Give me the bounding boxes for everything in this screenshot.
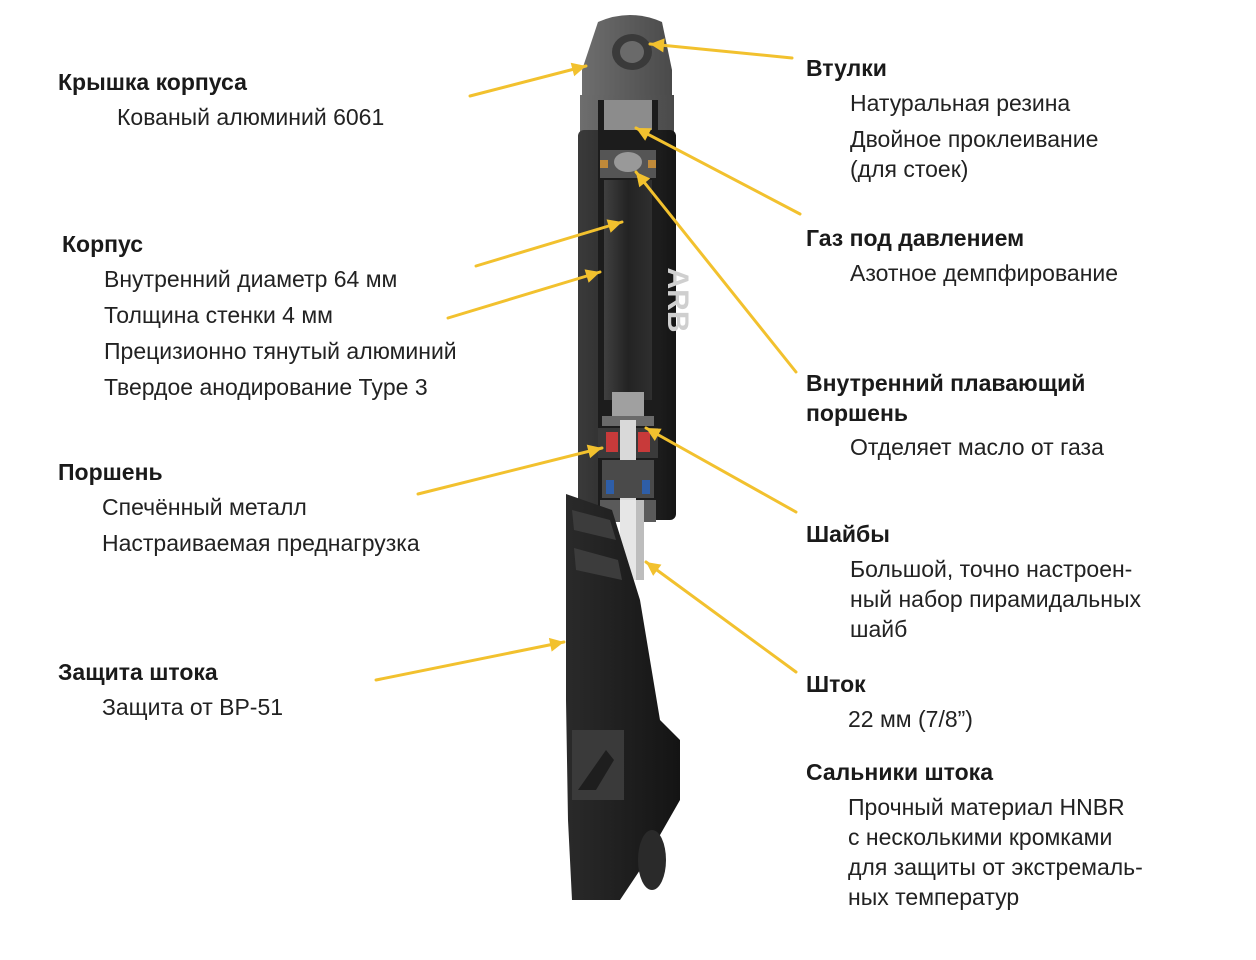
callout-arrow [468, 64, 588, 98]
callout-housing-cap: Крышка корпуса Кованый алюминий 6061 [58, 68, 384, 132]
callout-arrow [416, 446, 604, 496]
callout-arrow [644, 426, 798, 514]
callout-item: Толщина стенки 4 мм [104, 302, 333, 328]
callout-piston: Поршень Спечённый металл Настраиваемая п… [58, 458, 420, 558]
callout-arrow [634, 126, 802, 216]
callout-item: Защита от BP-51 [102, 694, 284, 720]
callout-arrow [474, 220, 624, 268]
callout-item: Кованый алюминий 6061 [117, 104, 385, 130]
callout-arrow [446, 270, 602, 320]
callout-rod: Шток 22 мм (7/8”) [806, 670, 973, 734]
callout-arrowhead [548, 637, 564, 652]
callout-arrowhead [636, 128, 652, 141]
callout-item: Большой, точно настроен- ный набор пирам… [850, 556, 1142, 642]
callout-arrow [634, 170, 798, 374]
callout-housing: Корпус Внутренний диаметр 64 мм Толщина … [62, 230, 457, 402]
callout-title: Сальники штока [806, 759, 993, 785]
callout-title: Втулки [806, 55, 887, 81]
rod-guard [566, 494, 680, 900]
callout-arrow [374, 640, 566, 682]
callout-title: Шток [806, 671, 866, 697]
brand-mark: ARB [661, 268, 694, 333]
callout-title: Внутренний плавающий поршень [806, 370, 1086, 426]
callout-rod-guard: Защита штока Защита от BP-51 [58, 658, 283, 722]
callout-bushings: Втулки Натуральная резина Двойное прокле… [806, 54, 1098, 184]
callout-arrowhead [570, 62, 586, 77]
callout-item: Спечённый металл [102, 494, 307, 520]
callout-title: Газ под давлением [806, 225, 1025, 251]
shock-body: ARB [578, 100, 694, 522]
callout-arrowhead [606, 219, 622, 233]
callout-floating-piston: Внутренний плавающий поршень Отделяет ма… [806, 368, 1104, 462]
callout-item: Натуральная резина [850, 90, 1071, 116]
callout-item: Прочный материал HNBR с несколькими кром… [848, 794, 1143, 910]
callout-pressurized-gas: Газ под давлением Азотное демпфирование [806, 224, 1118, 288]
callout-arrowhead [586, 444, 602, 459]
callout-shims: Шайбы Большой, точно настроен- ный набор… [806, 520, 1141, 644]
callout-arrow [648, 42, 794, 60]
callout-arrowhead [650, 38, 665, 53]
callout-item: Азотное демпфирование [850, 260, 1119, 286]
callout-item: Внутренний диаметр 64 мм [104, 266, 398, 292]
callout-item: Настраиваемая преднагрузка [102, 530, 420, 556]
callout-item: Твердое анодирование Type 3 [104, 374, 428, 400]
callout-arrowhead [646, 562, 662, 576]
callout-title: Шайбы [806, 521, 890, 547]
callout-title: Поршень [58, 459, 163, 485]
callout-arrow [644, 560, 798, 674]
callout-title: Защита штока [58, 659, 218, 685]
callout-item: Отделяет масло от газа [850, 434, 1104, 460]
callout-title: Крышка корпуса [58, 69, 247, 95]
callout-item: Двойное проклеивание (для стоек) [850, 126, 1099, 182]
callout-item: Прецизионно тянутый алюминий [104, 338, 457, 364]
callout-item: 22 мм (7/8”) [848, 706, 973, 732]
arrows [374, 38, 802, 682]
callout-arrowhead [584, 269, 600, 283]
callout-rod-seals: Сальники штока Прочный материал HNBR с н… [806, 758, 1143, 912]
callout-arrowhead [636, 172, 651, 188]
callout-title: Корпус [62, 231, 144, 257]
callout-arrowhead [646, 428, 662, 441]
